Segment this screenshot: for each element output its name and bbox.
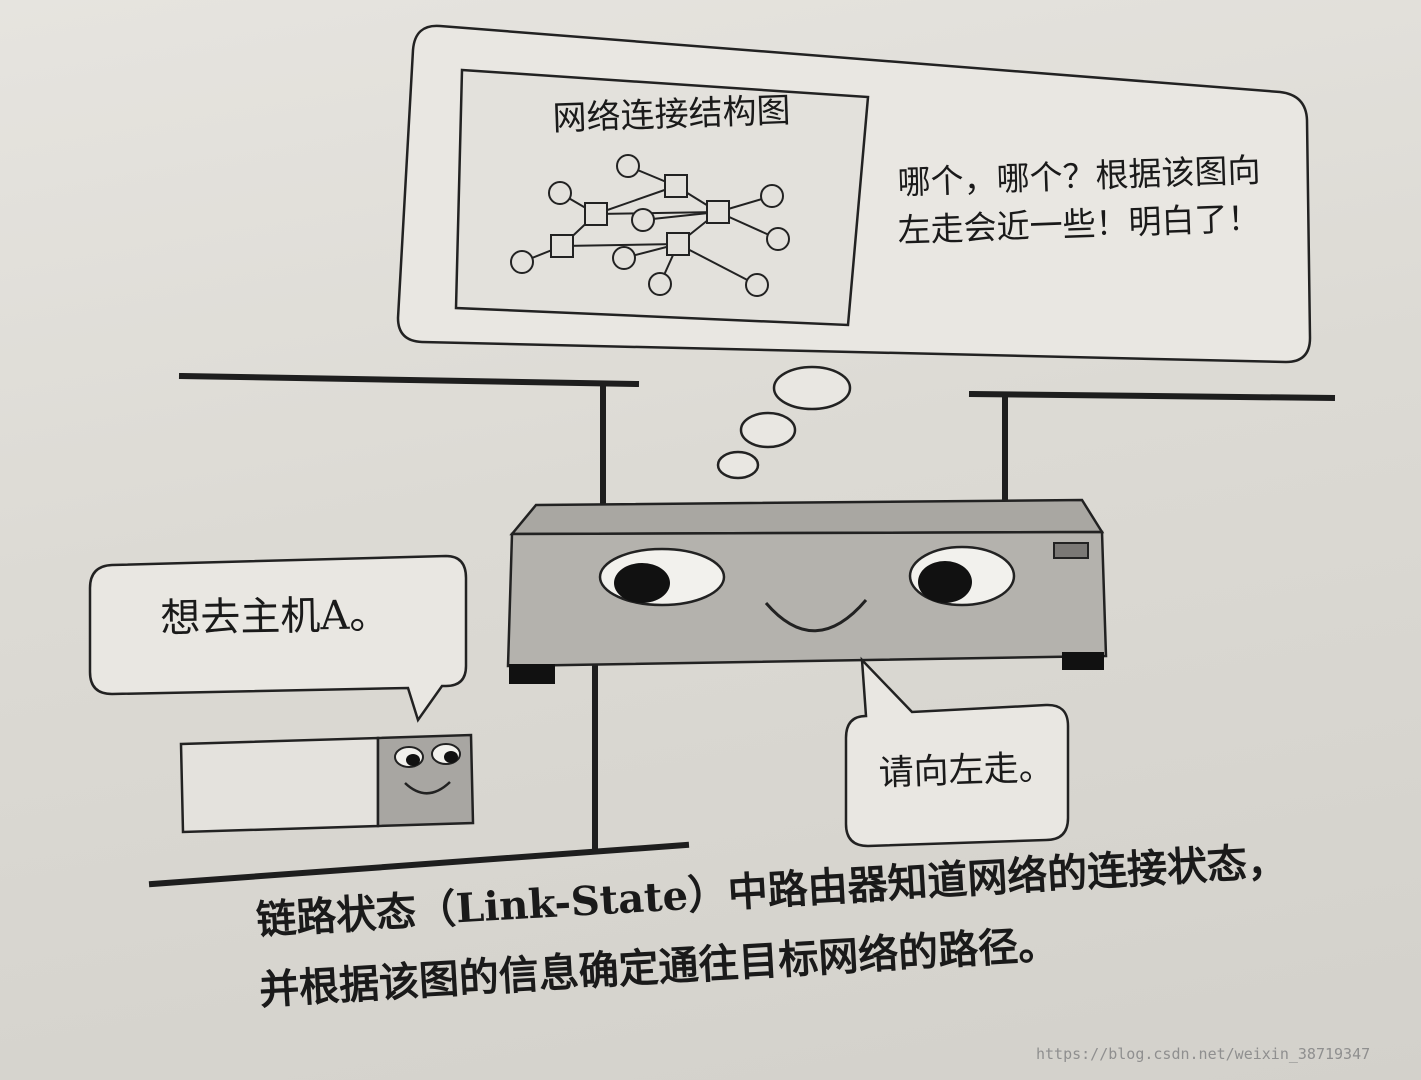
router-led bbox=[1053, 542, 1089, 559]
host-speech-bubble bbox=[88, 554, 468, 723]
host-pupil-left bbox=[406, 754, 420, 766]
host-icon bbox=[179, 733, 475, 834]
circle-node-icon bbox=[760, 184, 784, 208]
square-node-icon bbox=[706, 200, 730, 224]
host-speech-text: 想去主机A。 bbox=[160, 592, 390, 642]
watermark: https://blog.csdn.net/weixin_38719347 bbox=[1036, 1045, 1371, 1063]
host-body bbox=[179, 736, 380, 834]
circle-node-icon bbox=[631, 208, 655, 232]
circle-node-icon bbox=[766, 227, 790, 251]
router-front bbox=[506, 530, 1108, 668]
network-nodes bbox=[510, 154, 790, 297]
circle-node-icon bbox=[548, 181, 572, 205]
square-node-icon bbox=[664, 174, 688, 198]
host-pupil-right bbox=[444, 751, 458, 763]
square-node-icon bbox=[666, 232, 690, 256]
router-foot-left bbox=[509, 664, 555, 684]
router-foot-right bbox=[1062, 652, 1104, 670]
circle-node-icon bbox=[612, 246, 636, 270]
router-top bbox=[509, 498, 1105, 536]
cable-top-right bbox=[968, 390, 1336, 402]
network-cables bbox=[148, 372, 1336, 888]
network-diagram-frame bbox=[454, 68, 870, 327]
thought-circle-large bbox=[772, 365, 852, 411]
cable-top-left bbox=[178, 372, 640, 388]
circle-node-icon bbox=[616, 154, 640, 178]
circle-node-icon bbox=[648, 272, 672, 296]
thought-circle-small bbox=[716, 450, 760, 480]
router-speech-bubble bbox=[844, 656, 1070, 848]
square-node-icon bbox=[584, 202, 608, 226]
circle-node-icon bbox=[510, 250, 534, 274]
thought-circle-medium bbox=[739, 411, 797, 449]
network-diagram-title: 网络连接结构图 bbox=[551, 90, 792, 139]
router-speech-text: 请向左走。 bbox=[878, 747, 1055, 794]
router-icon bbox=[506, 498, 1108, 684]
square-node-icon bbox=[550, 234, 574, 258]
router-pupil-left bbox=[614, 563, 670, 603]
router-smile bbox=[764, 599, 868, 633]
host-smile bbox=[404, 781, 451, 795]
router-pupil-right bbox=[918, 561, 972, 603]
circle-node-icon bbox=[745, 273, 769, 297]
